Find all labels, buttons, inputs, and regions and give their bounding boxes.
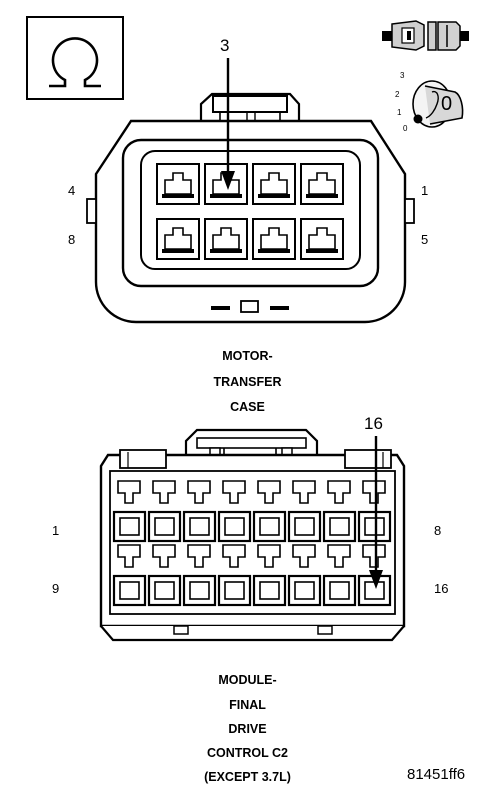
module-terminal-cavity [357,480,392,543]
dial-setting: 0 [441,93,453,115]
module-pin-label-9: 9 [52,581,60,596]
motor-pin-label-8: 8 [68,232,76,247]
module-terminal-cavity [182,544,217,607]
dial-icon [412,80,464,128]
motor-terminal-cavity [252,218,296,260]
module-terminal-cavity [182,480,217,543]
module-terminal-cavity [357,544,392,607]
module-connector [99,428,406,642]
module-terminal-cavity [252,480,287,543]
dial-scale-1: 1 [397,108,402,117]
motor-terminal-cavity [204,218,248,260]
module-caption-line-1: MODULE- [218,673,277,687]
module-terminal-cavity [147,544,182,607]
module-caption-line-3: DRIVE [228,722,267,736]
dial-scale-0: 0 [403,124,408,133]
motor-terminal-cavity [300,163,344,205]
module-terminal-cavity [217,480,252,543]
dial-scale-2: 2 [395,90,400,99]
motor-caption-line-3: CASE [230,400,265,414]
module-pin-label-1: 1 [52,523,60,538]
motor-caption-line-2: TRANSFER [213,375,282,389]
module-terminal-cavity [147,480,182,543]
motor-pin-label-5: 5 [421,232,429,247]
callout-arrow-pin-16 [369,436,383,589]
module-caption-line-2: FINAL [229,698,266,712]
motor-caption-line-1: MOTOR- [222,349,273,363]
motor-pin-label-1: 1 [421,183,429,198]
module-caption-line-5: (EXCEPT 3.7L) [204,770,291,784]
module-caption-line-4: CONTROL C2 [206,746,289,760]
module-terminal-cavity [287,544,322,607]
motor-terminals [156,163,344,260]
motor-terminal-cavity [156,163,200,205]
motor-callout-label: 3 [220,36,230,55]
module-pin-label-8: 8 [434,523,442,538]
motor-terminal-cavity [156,218,200,260]
ohm-symbol-box [26,16,124,100]
module-terminals [112,480,392,607]
module-callout-label: 16 [364,414,383,433]
callout-arrow-pin-3 [221,58,235,190]
module-terminal-cavity [112,480,147,543]
module-pin-label-16: 16 [434,581,449,596]
motor-terminal-cavity [252,163,296,205]
motor-terminal-cavity [204,163,248,205]
dial-scale-3: 3 [400,71,405,80]
motor-terminal-cavity [300,218,344,260]
module-terminal-cavity [322,544,357,607]
module-terminal-cavity [112,544,147,607]
ohm-icon [49,37,101,88]
motor-transfer-case-connector [86,92,415,324]
connector-probe-icon [382,20,469,51]
module-terminal-cavity [217,544,252,607]
figure-id: 81451ff6 [407,766,466,783]
motor-pin-label-4: 4 [68,183,76,198]
module-terminal-cavity [252,544,287,607]
module-terminal-cavity [287,480,322,543]
module-terminal-cavity [322,480,357,543]
